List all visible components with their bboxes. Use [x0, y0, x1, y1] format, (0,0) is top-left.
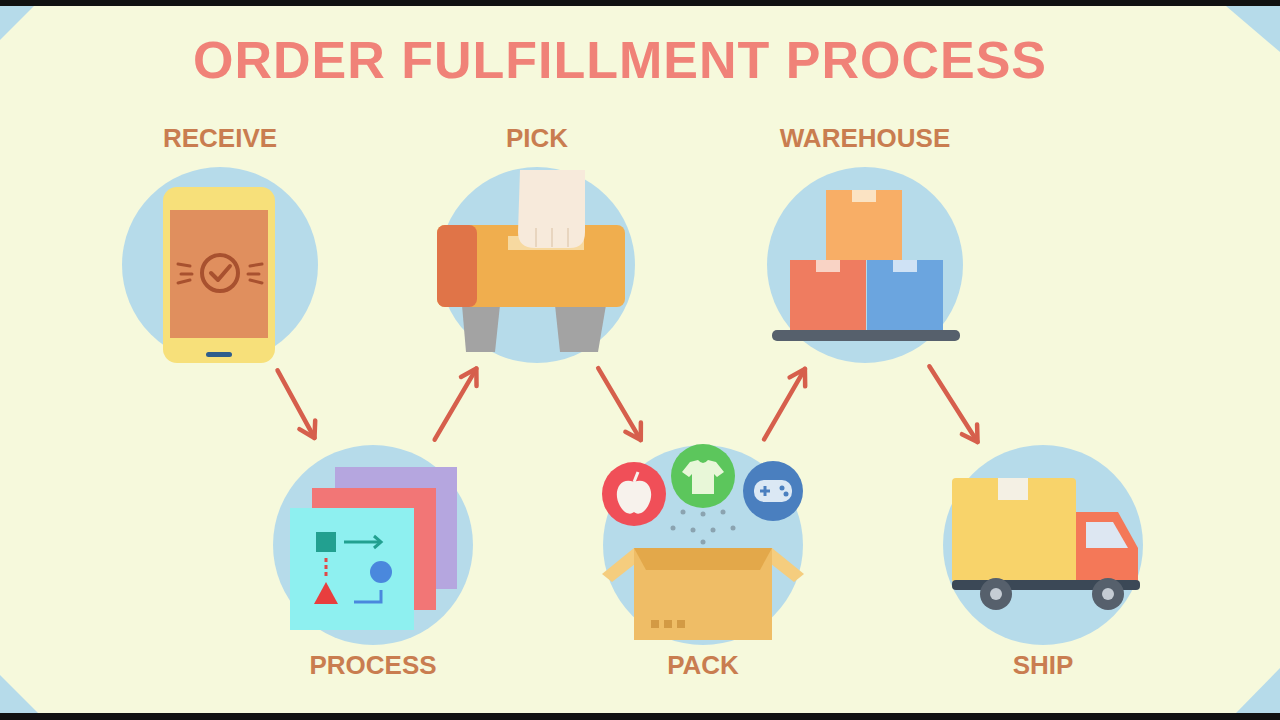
- step-label: WAREHOUSE: [780, 123, 950, 153]
- step-circle: PACK: [603, 445, 803, 680]
- circle-area: [122, 167, 318, 363]
- circle-area: [603, 445, 803, 645]
- circle-area: [767, 167, 963, 363]
- step-label: PROCESS: [309, 650, 436, 680]
- circle-area: [273, 445, 473, 645]
- circle-area: [943, 445, 1143, 645]
- process-sheets: [290, 467, 457, 630]
- corner-triangle: [1226, 6, 1280, 52]
- box-stack: [772, 190, 960, 341]
- bottom-bar: [0, 713, 1280, 720]
- flow-arrow: [435, 369, 477, 440]
- step-circle: RECEIVE: [122, 123, 318, 363]
- step-circle: WAREHOUSE: [767, 123, 963, 363]
- step-circle: PICK: [439, 123, 635, 363]
- step-circle: SHIP: [943, 445, 1143, 680]
- flow-arrow: [764, 369, 805, 440]
- flow-arrow: [278, 370, 315, 438]
- step-label: SHIP: [1013, 650, 1074, 680]
- packing-box: [602, 444, 804, 640]
- step-label: PICK: [506, 123, 568, 153]
- corner-triangle: [0, 6, 34, 40]
- top-bar: [0, 0, 1280, 6]
- diagram-title: ORDER FULFILLMENT PROCESS: [120, 30, 1120, 90]
- carried-box: [437, 170, 625, 352]
- corner-triangle: [1236, 668, 1280, 713]
- phone-icon: [163, 187, 275, 363]
- step-circle: PROCESS: [273, 445, 473, 680]
- step-label: RECEIVE: [163, 123, 277, 153]
- truck-icon: [952, 478, 1140, 610]
- corner-triangle: [0, 675, 38, 713]
- circle-area: [439, 167, 635, 363]
- flow-arrow: [929, 366, 977, 442]
- node-circles: [122, 167, 1143, 645]
- flow-arrow: [598, 368, 641, 440]
- step-label: PACK: [667, 650, 739, 680]
